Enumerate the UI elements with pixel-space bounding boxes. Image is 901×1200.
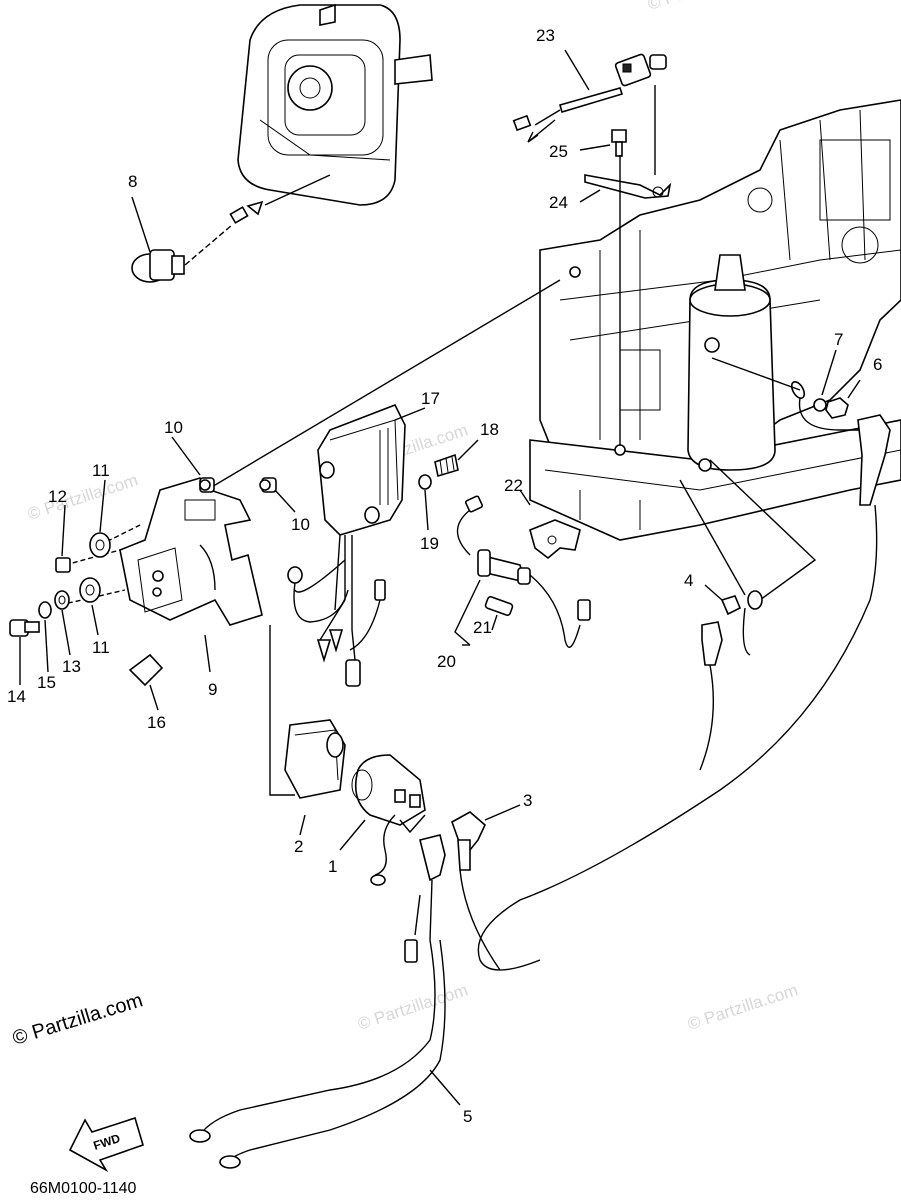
part-5-battery-cable <box>189 939 461 1169</box>
part-20-21-22 <box>454 489 591 648</box>
part-4-6-7 <box>477 349 891 971</box>
callout-number: 5 <box>463 1107 472 1126</box>
callout-number: 1 <box>328 857 337 876</box>
callout-number: 21 <box>473 618 492 637</box>
callout-number: 11 <box>92 638 110 657</box>
part-18-19 <box>418 439 479 531</box>
part-11-grommets <box>79 479 111 636</box>
part-12-bolt <box>55 504 71 573</box>
callout-number: 24 <box>549 193 568 212</box>
callout-number: 3 <box>523 791 532 810</box>
part-16-clip <box>128 653 164 711</box>
callout-number: 2 <box>294 837 303 856</box>
callout-number: 6 <box>873 355 882 374</box>
callout-number: 9 <box>208 680 217 699</box>
diagram-code: 66M0100-1140 <box>30 1180 137 1197</box>
callout-number: 7 <box>834 330 843 349</box>
callout-number: 19 <box>420 534 439 553</box>
callout-number: 11 <box>92 461 110 480</box>
partzilla-brand: © Partzilla.com <box>10 989 145 1049</box>
part-9-bracket <box>59 477 295 796</box>
callout-number: 16 <box>147 713 166 732</box>
part-1-2-3 <box>284 719 521 971</box>
flywheel-cover-illustration <box>237 3 433 206</box>
watermark-text: © Partzilla.com <box>685 980 800 1033</box>
callout-number: 12 <box>48 487 67 506</box>
callout-numbers: 1 2 3 4 5 6 7 8 9 10 10 11 11 12 13 14 1… <box>7 26 882 1126</box>
callout-number: 25 <box>549 142 568 161</box>
part-17-rectifier <box>287 403 426 687</box>
part-10-grommets <box>171 436 296 513</box>
callout-number: 10 <box>164 418 183 437</box>
watermark-text: © Partzilla.com <box>645 0 760 14</box>
callout-number: 8 <box>128 172 137 191</box>
callout-number: 22 <box>504 476 523 495</box>
engine-block-illustration <box>529 99 901 541</box>
callout-number: 18 <box>480 420 499 439</box>
watermark-text: © Partzilla.com <box>25 470 140 523</box>
callout-number: 20 <box>437 652 456 671</box>
part-8-switch <box>131 174 331 283</box>
leader-line <box>209 279 561 489</box>
callout-number: 15 <box>37 673 56 692</box>
callout-number: 13 <box>62 657 81 676</box>
callout-number: 4 <box>684 571 693 590</box>
callout-number: 17 <box>421 389 440 408</box>
callout-number: 23 <box>536 26 555 45</box>
fwd-arrow: FWD <box>68 1116 144 1173</box>
callout-number: 10 <box>291 515 310 534</box>
callout-number: 14 <box>7 687 26 706</box>
part-13-14-15 <box>9 590 71 685</box>
part-23-24-25 <box>512 49 672 445</box>
watermark-text: © Partzilla.com <box>355 980 470 1033</box>
